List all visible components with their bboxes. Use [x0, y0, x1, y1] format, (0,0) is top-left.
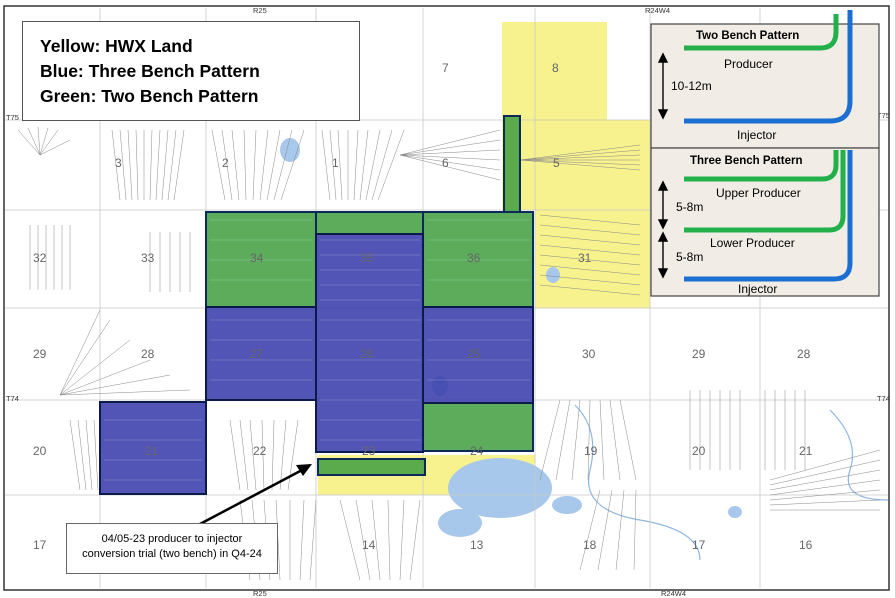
township-label: T75	[877, 111, 890, 120]
two-bench-injector-label: Injector	[737, 128, 777, 142]
hwx-land-parcel	[535, 210, 650, 308]
section-number: 3	[115, 156, 122, 170]
lake	[448, 458, 552, 518]
legend-yellow: Yellow: HWX Land	[40, 36, 193, 56]
upper-producer-label: Upper Producer	[716, 186, 801, 200]
lower-producer-label: Lower Producer	[710, 236, 795, 250]
spacing-arrows	[657, 52, 669, 279]
section-number: 29	[33, 347, 47, 361]
producer-pipe	[684, 14, 839, 51]
section-number: 5	[553, 156, 560, 170]
section-number: 17	[692, 538, 706, 552]
lake	[552, 496, 582, 514]
section-number: 23	[362, 444, 376, 458]
lake	[546, 267, 560, 283]
creek	[574, 404, 701, 561]
range-label: R25	[253, 589, 267, 598]
section-number: 6	[442, 156, 449, 170]
hwx-land-parcel	[502, 120, 650, 210]
township-label: T74	[6, 394, 19, 403]
section-numbers: 7 8 3 2 1 6 5 32 33 34 35 36 31 29 28 27…	[33, 61, 813, 552]
injector-pipe	[684, 10, 853, 124]
three-bench-injector-label: Injector	[738, 282, 778, 296]
two-bench-area	[422, 211, 534, 308]
section-number: 8	[552, 61, 559, 75]
section-number: 28	[797, 347, 811, 361]
bench-schematic-panel	[650, 10, 880, 297]
upper-producer-pipe	[684, 150, 839, 182]
pattern-well-lines	[104, 219, 530, 481]
section-number: 21	[145, 444, 159, 458]
section-number: 19	[584, 444, 598, 458]
section-number: 18	[583, 538, 597, 552]
section-number: 21	[799, 444, 813, 458]
three-bench-areas	[99, 233, 534, 495]
section-number: 27	[250, 347, 264, 361]
callout-line-1: 04/05-23 producer to injector	[101, 533, 243, 545]
well-trajectories	[17, 126, 881, 581]
two-bench-areas	[205, 115, 534, 476]
callout-arrow	[199, 464, 312, 526]
lake	[280, 138, 300, 162]
three-bench-title: Three Bench Pattern	[690, 155, 803, 167]
section-number: 31	[578, 251, 592, 265]
section-number: 35	[360, 251, 374, 265]
township-label: T74	[877, 394, 890, 403]
two-bench-spacing-label: 10-12m	[671, 79, 712, 93]
upper-spacing-label: 5-8m	[676, 200, 704, 214]
section-number: 30	[582, 347, 596, 361]
three-bench-area	[99, 401, 207, 495]
two-bench-title: Two Bench Pattern	[696, 30, 800, 42]
section-number: 1	[332, 156, 339, 170]
two-bench-area	[205, 211, 317, 308]
range-label: R24W4	[661, 589, 686, 598]
section-number: 14	[362, 538, 376, 552]
section-number: 7	[442, 61, 449, 75]
section-number: 13	[470, 538, 484, 552]
section-number: 16	[799, 538, 813, 552]
range-label: R24W4	[645, 6, 670, 15]
section-number: 34	[250, 251, 264, 265]
section-number: 25	[467, 347, 481, 361]
section-number: 28	[141, 347, 155, 361]
lower-spacing-label: 5-8m	[676, 250, 704, 264]
two-bench-area	[315, 211, 424, 235]
two-bench-panel-box	[650, 23, 880, 149]
injector-pipe	[684, 150, 853, 282]
range-labels: R25 R24W4 R25 R24W4 T75 T74 T75 T74	[6, 6, 890, 598]
section-number: 36	[467, 251, 481, 265]
callout-line-2: conversion trial (two bench) in Q4-24	[82, 548, 262, 560]
section-number: 20	[33, 444, 47, 458]
creek	[829, 409, 889, 501]
range-label: R25	[253, 6, 267, 15]
creek-layer	[574, 404, 889, 561]
conversion-trial-callout: 04/05-23 producer to injector conversion…	[66, 523, 278, 574]
three-bench-area	[205, 306, 317, 401]
section-number: 33	[141, 251, 155, 265]
section-number: 32	[33, 251, 47, 265]
section-number: 24	[470, 444, 484, 458]
section-number: 26	[360, 347, 374, 361]
hwx-land-parcel	[502, 22, 607, 120]
three-bench-area	[315, 233, 424, 453]
lake	[728, 506, 742, 518]
section-number: 22	[253, 444, 267, 458]
lake	[438, 509, 482, 537]
legend-blue: Blue: Three Bench Pattern	[40, 61, 260, 81]
two-bench-producer-label: Producer	[724, 57, 773, 71]
two-bench-area	[317, 458, 426, 476]
legend: Yellow: HWX Land Blue: Three Bench Patte…	[22, 21, 360, 121]
lower-producer-pipe	[684, 150, 846, 233]
section-number: 29	[692, 347, 706, 361]
two-bench-area	[503, 115, 521, 213]
township-label: T75	[6, 113, 19, 122]
legend-green: Green: Two Bench Pattern	[40, 86, 259, 106]
section-number: 2	[222, 156, 229, 170]
three-bench-area	[422, 306, 534, 404]
section-number: 20	[692, 444, 706, 458]
section-number: 17	[33, 538, 47, 552]
